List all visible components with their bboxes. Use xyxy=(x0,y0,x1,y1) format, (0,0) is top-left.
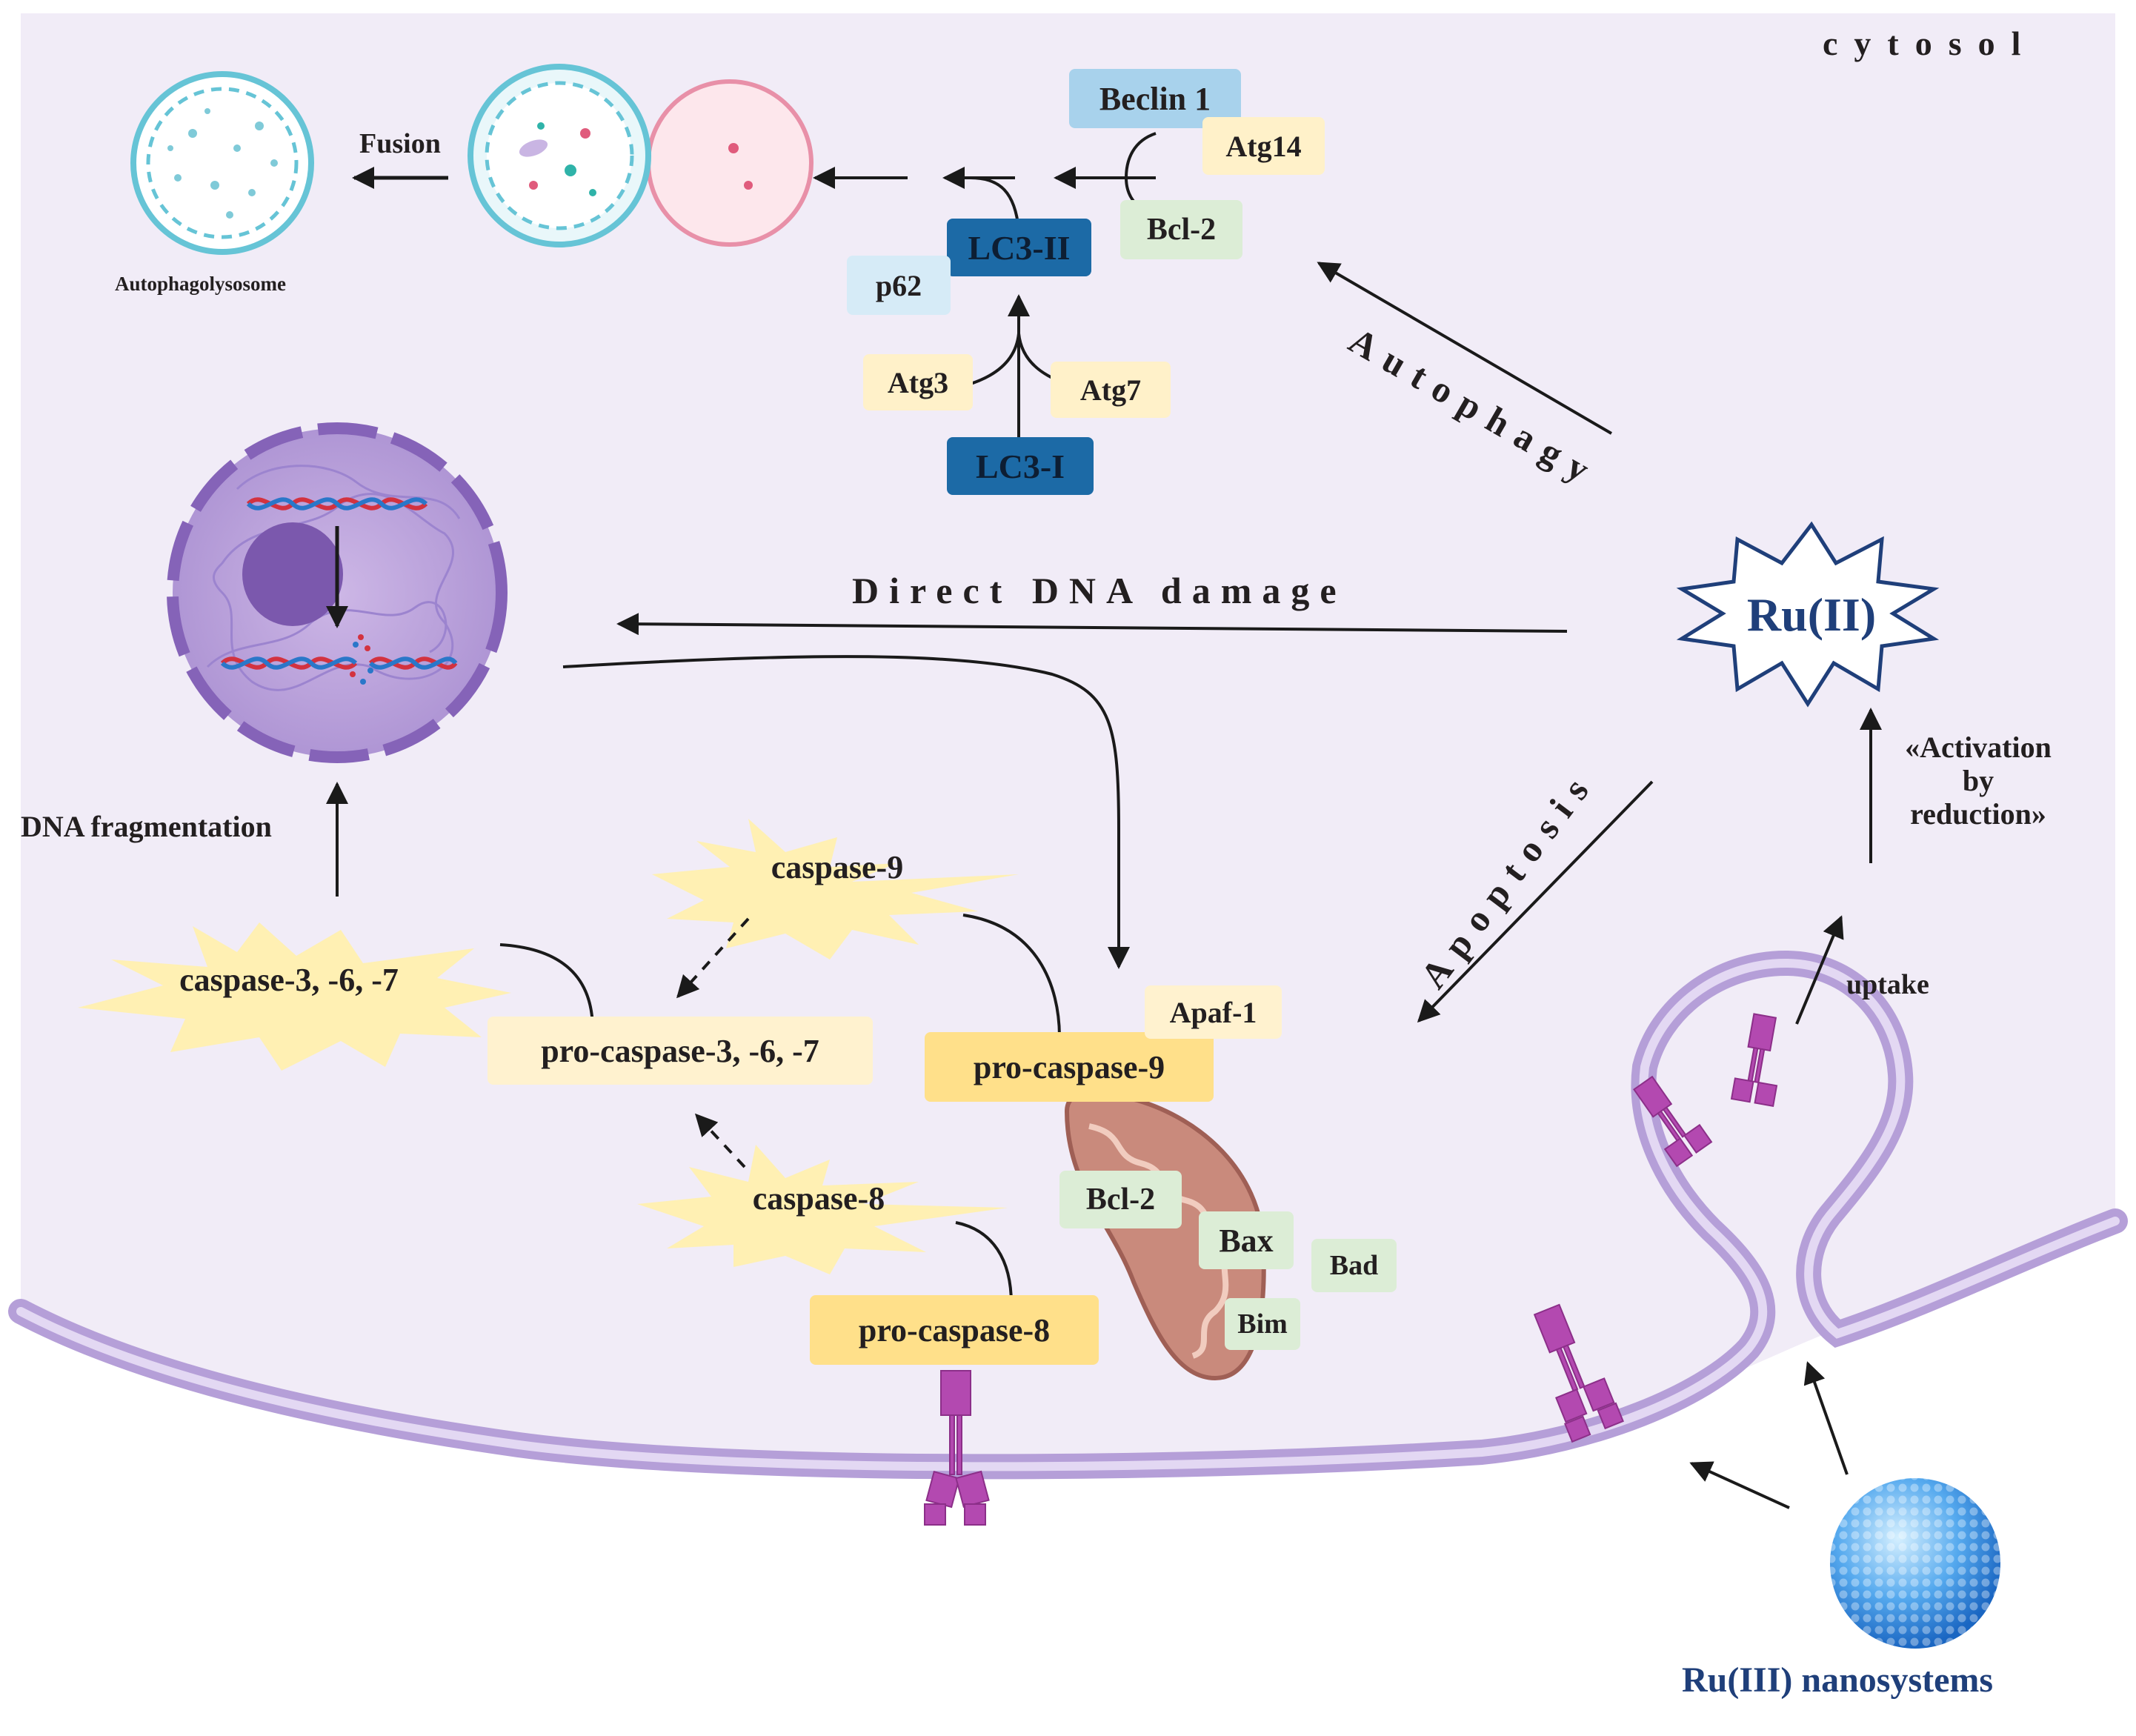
bim-box: Bim xyxy=(1225,1298,1300,1350)
receptor-icon-membrane xyxy=(1533,1303,1624,1443)
lc3-ii-box: LC3-II xyxy=(947,219,1091,276)
procaspase8-box: pro-caspase-8 xyxy=(810,1295,1099,1365)
receptor-icon-vesicle-1 xyxy=(1633,1075,1713,1168)
cytosol-region xyxy=(21,13,2115,1467)
caspase8-star-shape xyxy=(637,1145,1008,1274)
autolysosome-icon xyxy=(130,71,314,255)
receptor-icon-vesicle-2 xyxy=(1730,1013,1778,1107)
nanoparticle-icon xyxy=(1830,1478,2000,1649)
direct-dna-damage-label: Direct DNA damage xyxy=(852,570,1347,611)
bax-box: Bax xyxy=(1199,1211,1294,1269)
caspase367-label: caspase-3, -6, -7 xyxy=(179,962,399,998)
apaf1-box: Apaf-1 xyxy=(1145,985,1282,1039)
caspase367-star-shape xyxy=(78,922,511,1071)
procaspase9-box: pro-caspase-9 xyxy=(925,1032,1214,1102)
fusion-label: Fusion xyxy=(359,128,441,159)
activation-label-line3: reduction» xyxy=(1910,797,2046,831)
ru2-label: Ru(II) xyxy=(1746,588,1877,641)
p62-box: p62 xyxy=(847,256,951,315)
uptake-label: uptake xyxy=(1846,969,1929,1000)
atg14-box: Atg14 xyxy=(1202,117,1325,175)
caspase8-label: caspase-8 xyxy=(752,1180,885,1217)
procaspase367-box: pro-caspase-3, -6, -7 xyxy=(488,1017,873,1085)
caspase9-label: caspase-9 xyxy=(771,848,904,885)
bad-box: Bad xyxy=(1311,1239,1397,1292)
atg3-box: Atg3 xyxy=(863,354,973,410)
receptor-icon-bottom xyxy=(924,1370,990,1526)
apoptosis-label: Apoptosis xyxy=(1411,760,1604,997)
nucleus-icon xyxy=(167,422,508,763)
autophagy-label: Autophagy xyxy=(1342,319,1607,496)
compartment-label: cytosol xyxy=(1823,24,2037,62)
ru2-star-shape xyxy=(1676,521,1940,708)
lc3-i-box: LC3-I xyxy=(947,437,1094,495)
bcl2-autophagy-box: Bcl-2 xyxy=(1120,200,1242,259)
activation-label-line1: «Activation xyxy=(1905,731,2052,764)
atg7-box: Atg7 xyxy=(1051,362,1171,418)
dna-fragmentation-label: DNA fragmentation xyxy=(21,810,272,843)
nanosystems-label: Ru(III) nanosystems xyxy=(1682,1660,1994,1700)
autophagosome-icon xyxy=(468,64,814,247)
activation-label-line2: by xyxy=(1962,764,1994,797)
bcl2-apoptosis-box: Bcl-2 xyxy=(1059,1171,1182,1228)
autophagolysosome-label: Autophagolysosome xyxy=(115,273,287,295)
